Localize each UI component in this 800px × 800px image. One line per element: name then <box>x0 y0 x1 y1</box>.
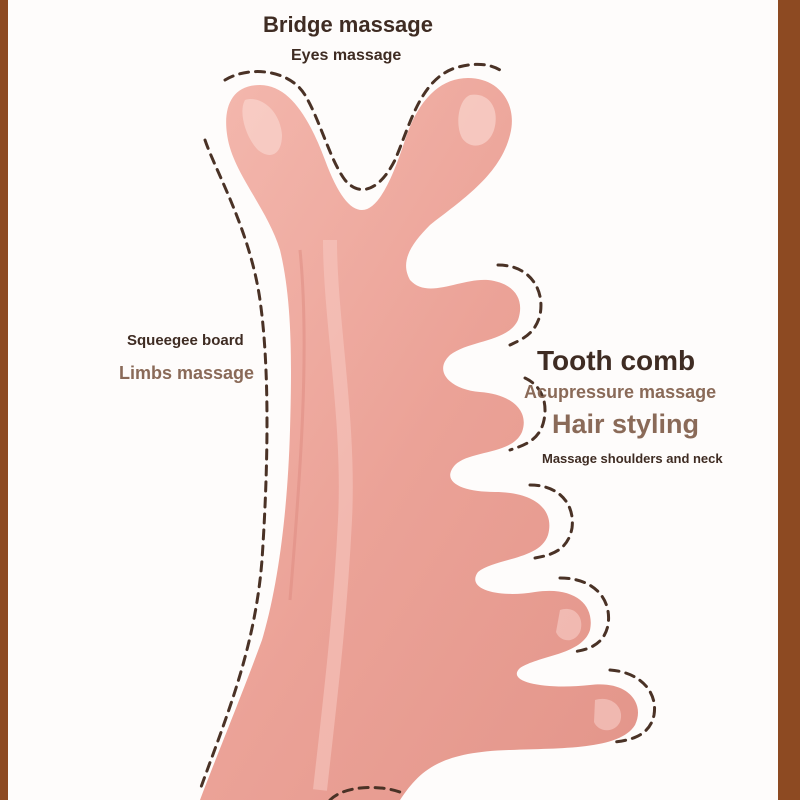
dashed-outline-squeegee <box>198 138 269 792</box>
stone-body <box>200 78 638 800</box>
stone-vein <box>288 249 306 601</box>
dashed-outline-bottom <box>328 786 402 800</box>
dashed-outline-tooth1 <box>496 263 543 347</box>
bridge-massage-title: Bridge massage <box>263 12 433 37</box>
stone-vein <box>313 239 353 791</box>
tooth-comb-title: Tooth comb <box>537 345 696 376</box>
dashed-outline-tooth5 <box>608 668 657 744</box>
dashed-outline-bridge <box>223 62 502 191</box>
dashed-outline-tooth2 <box>508 376 547 452</box>
stone-highlight <box>242 99 282 155</box>
acupressure-massage-label: Acupressure massage <box>524 382 717 402</box>
dashed-outline-tooth4 <box>558 576 611 654</box>
hair-styling-label: Hair styling <box>552 409 700 439</box>
stone-highlight <box>556 608 582 641</box>
limbs-massage-label: Limbs massage <box>119 363 255 383</box>
stone-highlight <box>594 698 622 731</box>
stone-highlight <box>458 94 496 146</box>
dashed-outline-tooth3 <box>528 483 574 560</box>
massage-shoulders-neck-label: Massage shoulders and neck <box>542 451 723 466</box>
squeegee-board-title: Squeegee board <box>127 332 244 349</box>
eyes-massage-label: Eyes massage <box>291 47 402 64</box>
